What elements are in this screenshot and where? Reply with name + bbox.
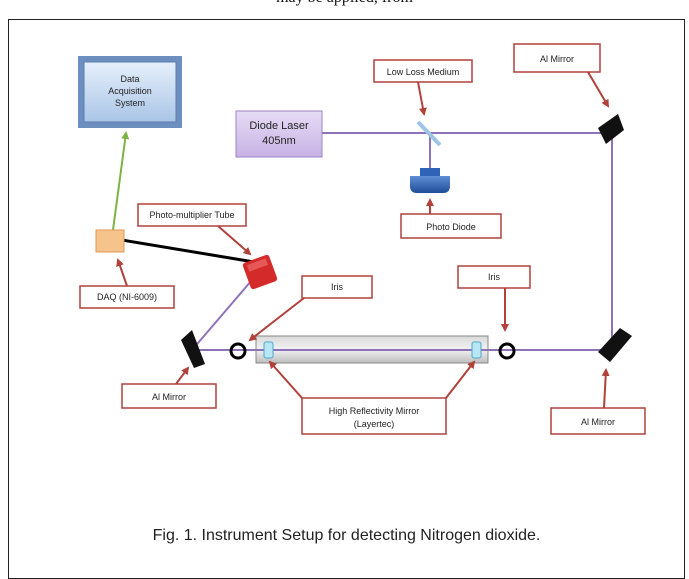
svg-text:Photo Diode: Photo Diode xyxy=(426,222,476,232)
svg-text:(Layertec): (Layertec) xyxy=(354,419,395,429)
iris-left-icon xyxy=(229,342,247,360)
photo-multiplier-tube-icon xyxy=(242,254,278,290)
callout-iris-right: Iris xyxy=(457,265,531,332)
svg-text:Photo-multiplier Tube: Photo-multiplier Tube xyxy=(149,210,234,220)
optical-cavity-cell xyxy=(255,335,489,364)
high-reflectivity-mirror-right-icon xyxy=(471,341,482,359)
callout-al-mirror-left: Al Mirror xyxy=(121,366,217,409)
callout-photo-diode: Photo Diode xyxy=(400,198,502,239)
high-reflectivity-mirror-left-icon xyxy=(263,341,274,359)
al-mirror-bottom-right-icon xyxy=(598,328,632,362)
daq-system-line-1: Data xyxy=(120,74,139,84)
diode-laser-line-1: Diode Laser xyxy=(249,120,309,132)
svg-text:Iris: Iris xyxy=(331,282,343,292)
svg-text:Iris: Iris xyxy=(488,272,500,282)
photo-diode-icon xyxy=(410,168,450,193)
daq-ni-6009-icon xyxy=(95,229,125,253)
beam-splitter-icon xyxy=(416,120,442,147)
al-mirror-left-icon xyxy=(181,330,205,368)
al-mirror-top-right-icon xyxy=(598,114,624,144)
svg-text:Al Mirror: Al Mirror xyxy=(581,417,615,427)
callout-low-loss-medium: Low Loss Medium xyxy=(373,59,473,116)
data-acquisition-system: Data Acquisition System xyxy=(78,56,182,128)
callout-al-mirror-top-right: Al Mirror xyxy=(513,43,610,108)
iris-right-icon xyxy=(498,342,516,360)
beam-to-pmt xyxy=(191,279,253,351)
beam-path xyxy=(191,132,613,351)
callout-daq-ni-6009: DAQ (NI-6009) xyxy=(79,258,175,309)
pmt-to-daq-cable xyxy=(121,238,255,264)
svg-text:High Reflectivity Mirror: High Reflectivity Mirror xyxy=(329,406,420,416)
header-text: may be applied, from xyxy=(0,0,689,9)
callout-al-mirror-bottom-right: Al Mirror xyxy=(550,368,646,435)
daq-system-line-2: Acquisition xyxy=(108,86,152,96)
svg-text:Al Mirror: Al Mirror xyxy=(540,54,574,64)
callout-high-reflectivity-mirror: High Reflectivity Mirror (Layertec) xyxy=(268,360,476,435)
svg-text:Al Mirror: Al Mirror xyxy=(152,392,186,402)
callout-photo-multiplier-tube: Photo-multiplier Tube xyxy=(137,203,252,256)
svg-text:DAQ (NI-6009): DAQ (NI-6009) xyxy=(97,292,157,302)
callout-iris-left: Iris xyxy=(248,275,373,342)
figure-caption: Fig. 1. Instrument Setup for detecting N… xyxy=(152,527,541,544)
diode-laser: Diode Laser 405nm xyxy=(235,110,323,158)
diode-laser-line-2: 405nm xyxy=(262,135,296,147)
daq-system-line-3: System xyxy=(115,98,145,108)
svg-text:Low Loss Medium: Low Loss Medium xyxy=(387,67,460,77)
daq-to-system-line xyxy=(112,131,130,231)
